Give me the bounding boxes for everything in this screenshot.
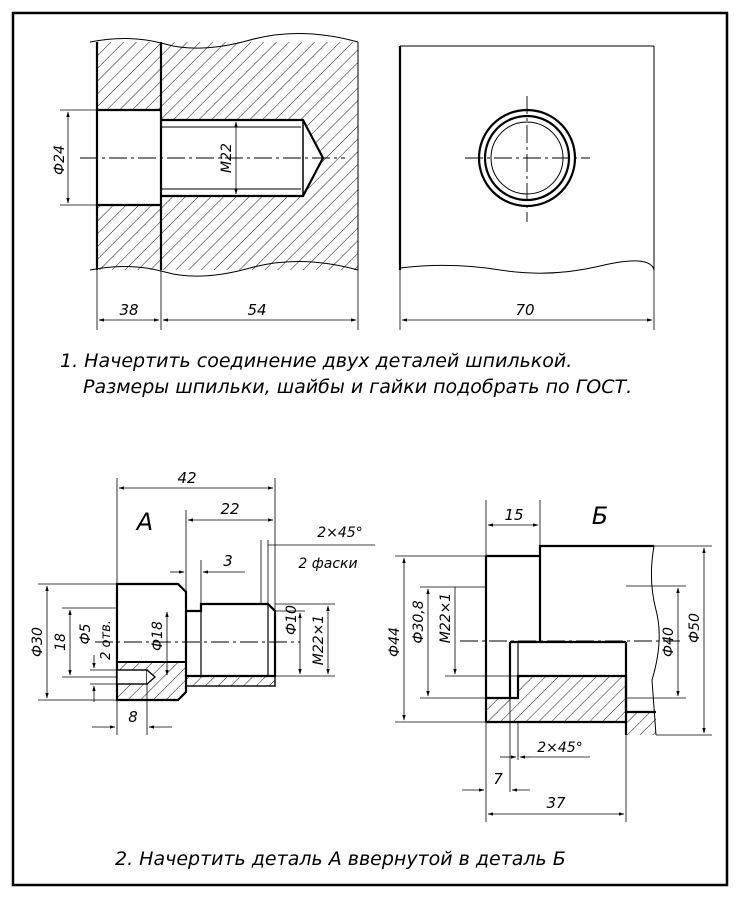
sheet-border — [11, 11, 729, 887]
part-a-label: А — [135, 508, 153, 536]
part-a-view: А 42 22 3 2×45° 2 фаски — [30, 469, 375, 735]
dim-a-d10: Ф10 — [284, 605, 300, 635]
dim-a-d30: Ф30 — [30, 627, 46, 657]
dim-b-d308: Ф30,8 — [411, 600, 427, 643]
dim-b-m22x1: M22×1 — [438, 593, 454, 644]
dim-a-holes: 2 отв. — [99, 620, 114, 660]
dim-b-d50: Ф50 — [687, 613, 703, 643]
dim-a-chamfers-note: 2 фаски — [298, 556, 357, 572]
task1-caption-line2: Размеры шпильки, шайбы и гайки подобрать… — [83, 376, 633, 398]
dim-54: 54 — [247, 301, 266, 319]
dim-38: 38 — [119, 301, 138, 319]
dim-a-m22x1: M22×1 — [311, 615, 327, 666]
part-b-hatch-low — [486, 676, 656, 735]
task2-caption: 2. Начертить деталь А ввернутой в деталь… — [115, 848, 566, 870]
part-b-outline — [486, 544, 654, 558]
task1-section-view: Ф24 M22 38 54 — [52, 32, 359, 330]
dim-a-d18: Ф18 — [150, 621, 166, 651]
dim-a-42: 42 — [177, 469, 196, 487]
dim-a-d5: Ф5 — [78, 623, 94, 644]
dim-d24: Ф24 — [52, 145, 68, 175]
dim-a-chamfer: 2×45° — [317, 525, 362, 541]
part-b-view: Б 15 Ф44 Ф30,8 M22×1 — [387, 500, 712, 822]
hatch-left-upper — [97, 42, 161, 110]
hatch-right-body — [161, 42, 358, 270]
dim-a-18: 18 — [53, 633, 69, 651]
part-b-label: Б — [592, 502, 608, 530]
dim-a-8: 8 — [128, 708, 138, 726]
dim-a-22: 22 — [220, 500, 239, 518]
task1-caption-line1: 1. Начертить соединение двух деталей шпи… — [60, 350, 573, 372]
dim-b-d44: Ф44 — [387, 627, 403, 657]
dim-70: 70 — [515, 301, 534, 319]
dim-m22: M22 — [219, 143, 235, 173]
dim-b-d40: Ф40 — [661, 627, 677, 657]
dim-b-chamfer: 2×45° — [537, 740, 582, 756]
hatch-left-lower — [97, 205, 161, 270]
dim-b-7: 7 — [493, 770, 503, 788]
dim-b-37: 37 — [546, 794, 566, 812]
task1-top-view: 70 — [398, 45, 655, 330]
dim-b-15: 15 — [504, 506, 523, 524]
dim-a-3: 3 — [223, 552, 233, 570]
